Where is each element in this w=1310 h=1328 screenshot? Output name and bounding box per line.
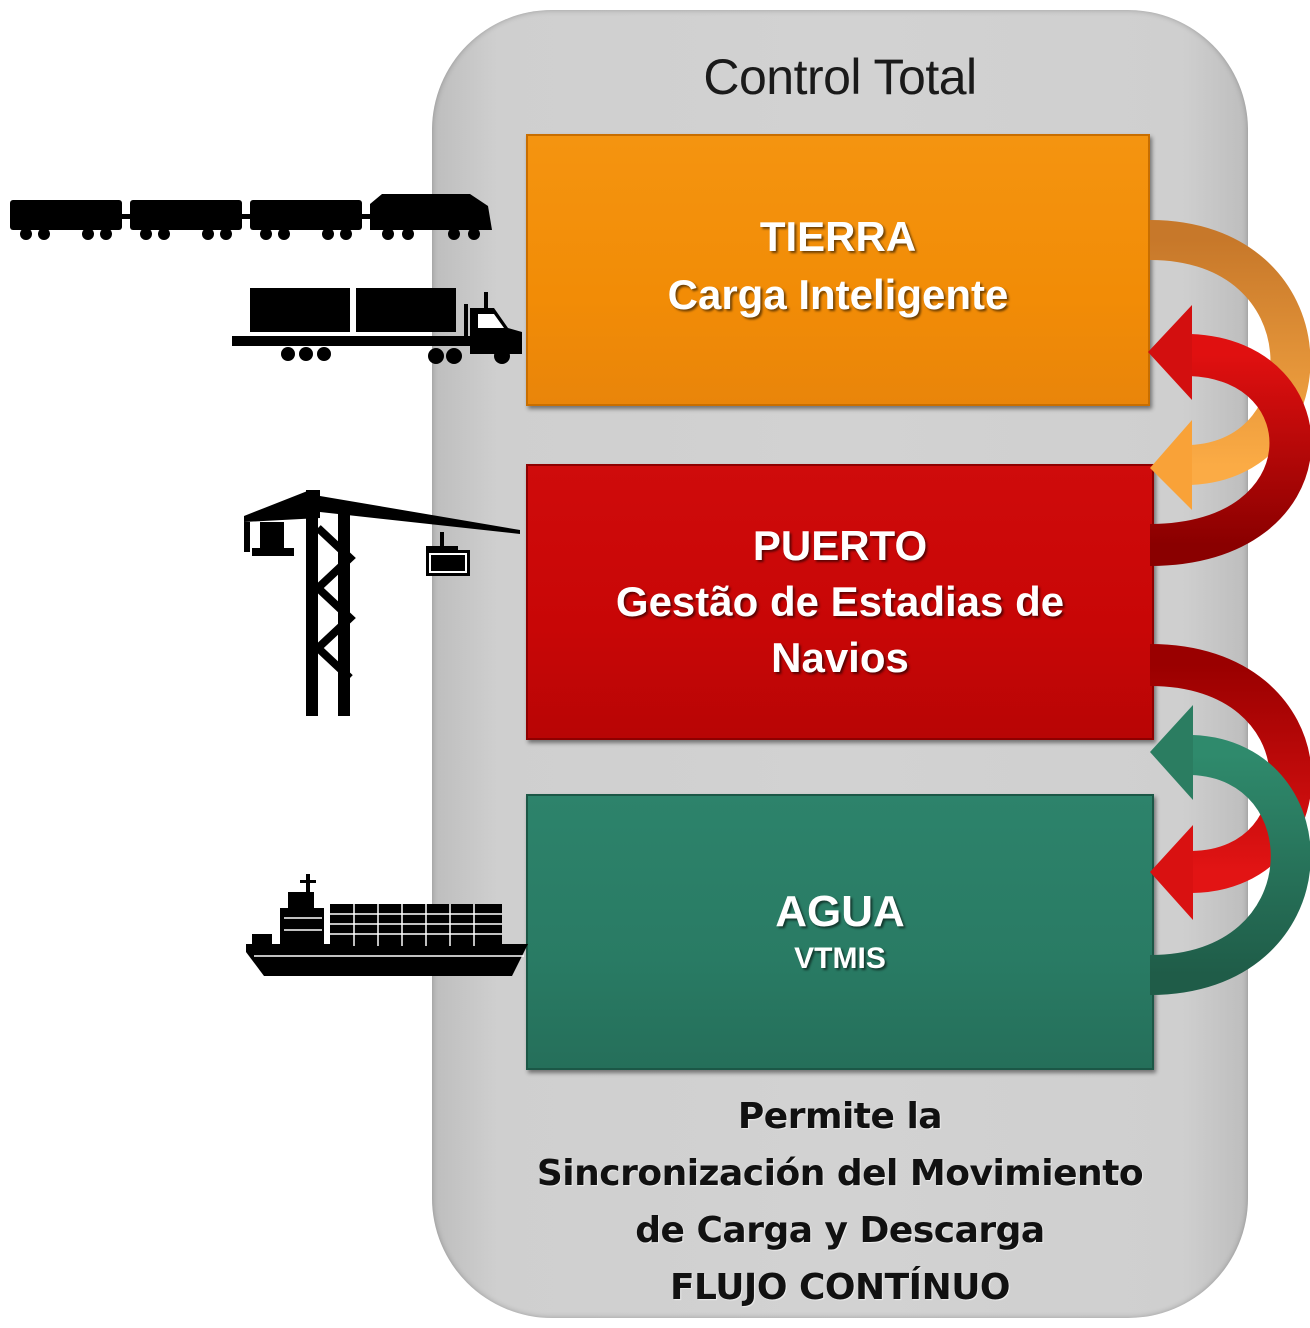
tierra-title: TIERRA: [759, 213, 917, 260]
agua-subtitle: VTMIS: [794, 942, 886, 975]
arrow-agua-to-puerto: [1149, 705, 1310, 995]
truck-icon: [232, 288, 522, 364]
arrow-puerto-to-agua: [1149, 644, 1310, 920]
puerto-subtitle-2: Navios: [771, 634, 909, 681]
caption-line-3: de Carga y Descarga: [635, 1210, 1045, 1251]
agua-box: AGUA VTMIS: [526, 794, 1154, 1070]
caption-line-1: Permite la: [737, 1096, 943, 1137]
tierra-box: TIERRA Carga Inteligente: [526, 134, 1150, 406]
agua-title: AGUA: [775, 887, 905, 936]
panel-title: Control Total: [703, 49, 977, 105]
ship-icon: [246, 874, 528, 976]
crane-icon: [244, 490, 520, 716]
tierra-subtitle: Carga Inteligente: [667, 271, 1009, 318]
puerto-title: PUERTO: [752, 522, 928, 569]
caption-line-4: FLUJO CONTÍNUO: [669, 1267, 1011, 1308]
caption-line-2: Sincronización del Movimiento: [536, 1153, 1144, 1194]
arrow-puerto-to-tierra: [1148, 305, 1310, 566]
arrow-tierra-to-puerto: [1149, 220, 1310, 510]
puerto-subtitle-1: Gestão de Estadias de: [615, 578, 1065, 625]
puerto-box: PUERTO Gestão de Estadias de Navios: [526, 464, 1154, 740]
caption: Permite la Sincronización del Movimiento…: [432, 1088, 1248, 1316]
train-icon: [10, 194, 492, 240]
